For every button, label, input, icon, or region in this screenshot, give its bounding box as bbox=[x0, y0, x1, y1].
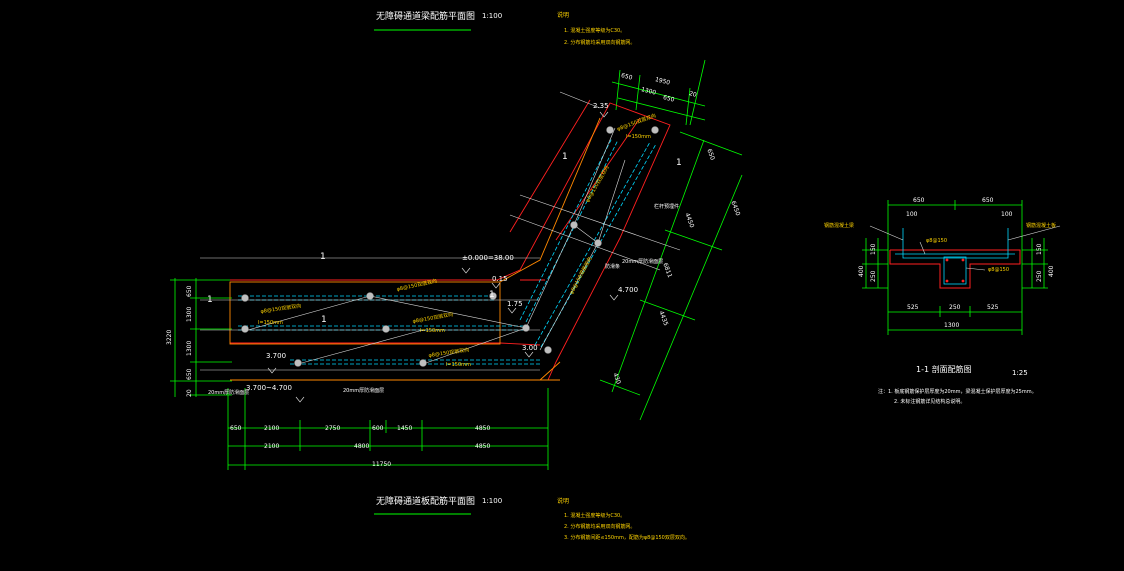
notes-bottom-item: 1. 混凝土强度等级为C30。 bbox=[564, 513, 626, 519]
elevation-label: 2.35 bbox=[593, 102, 609, 110]
notes-bottom-heading: 说明 bbox=[557, 498, 570, 505]
section-dim-bottom: 525 bbox=[987, 304, 999, 311]
section-dim-left: 250 bbox=[870, 270, 877, 282]
section-dim-bottom: 525 bbox=[907, 304, 919, 311]
spacing-label: l=150mm bbox=[446, 362, 471, 368]
elevation-label: 3.700 bbox=[266, 352, 287, 360]
plan-scale-top: 1:100 bbox=[482, 12, 503, 20]
column-node bbox=[294, 359, 302, 367]
plan-scale-bottom: 1:100 bbox=[482, 497, 503, 505]
plan-title-top: 无障碍通道梁配筋平面图 bbox=[376, 12, 476, 22]
elevation-label: 4.700 bbox=[618, 286, 639, 294]
dim-bottom: 4850 bbox=[475, 425, 491, 432]
column-node bbox=[489, 292, 497, 300]
section-dim-right: 150 bbox=[1036, 243, 1043, 255]
leader-label: 20mm厚防滑面层 bbox=[343, 388, 385, 394]
section-dim-left: 400 bbox=[858, 265, 865, 277]
section-rebar-label: φ8@150 bbox=[988, 267, 1010, 273]
notes-bottom-item: 3. 分布钢筋间距≤150mm，配筋为φ8@150双层双向。 bbox=[564, 535, 690, 541]
dim-bottom: 650 bbox=[230, 425, 242, 432]
plan-dimension-lines bbox=[170, 59, 743, 470]
column-node bbox=[241, 294, 249, 302]
leader-label: 防滑条 bbox=[605, 264, 621, 270]
column-node bbox=[594, 239, 602, 247]
dim-left: 650 bbox=[186, 285, 193, 297]
elevation-label: ±0.000=38.00 bbox=[462, 254, 514, 262]
column-node bbox=[366, 292, 374, 300]
notes-bottom-item: 2. 分布钢筋均采用双向钢筋网。 bbox=[564, 524, 636, 530]
notes-top-heading: 说明 bbox=[557, 12, 570, 19]
notes-top-item: 1. 混凝土强度等级为C30。 bbox=[564, 28, 626, 34]
section-rebar-label: φ8@150 bbox=[926, 238, 948, 244]
section-dim-total: 1300 bbox=[944, 322, 960, 329]
section-dim-inner: 100 bbox=[906, 211, 918, 218]
section-dim-bottom: 250 bbox=[949, 304, 961, 311]
section-dim-top: 650 bbox=[982, 197, 994, 204]
section-title: 1-1 剖面配筋图 bbox=[916, 365, 972, 374]
dim-left: 1300 bbox=[186, 340, 193, 356]
section-scale: 1:25 bbox=[1012, 369, 1028, 377]
section-leader-label: 钢筋混凝土板 bbox=[1026, 223, 1057, 229]
plan-slab-edge bbox=[229, 117, 601, 381]
dim-bottom: 4800 bbox=[354, 443, 370, 450]
dim-bottom: 2750 bbox=[325, 425, 341, 432]
leader-label: 栏杆预埋件 bbox=[654, 204, 680, 210]
leader-label: 20mm厚防滑面层 bbox=[208, 390, 250, 396]
column-node bbox=[570, 221, 578, 229]
section-note: 注：1. 板底钢筋保护层厚度为20mm，梁混凝土保护层厚度为25mm。 bbox=[878, 389, 1037, 395]
section-leader-label: 钢筋混凝土梁 bbox=[824, 223, 855, 229]
section-mark: 1 bbox=[321, 315, 327, 325]
dim-bottom: 2100 bbox=[264, 443, 280, 450]
column-node bbox=[606, 126, 614, 134]
dim-left-small: 20 bbox=[186, 389, 193, 397]
elevation-label: 3.00 bbox=[522, 344, 538, 352]
section-mark: 1 bbox=[489, 290, 495, 300]
column-node bbox=[241, 325, 249, 333]
title-underlines bbox=[374, 29, 471, 515]
section-dim-right: 250 bbox=[1036, 270, 1043, 282]
section-concrete bbox=[889, 249, 1021, 289]
leader-label: 20mm厚防滑面层 bbox=[622, 259, 664, 265]
section-dim-left: 150 bbox=[870, 243, 877, 255]
column-node bbox=[651, 126, 659, 134]
dim-bottom: 4850 bbox=[475, 443, 491, 450]
section-dims bbox=[862, 200, 1048, 335]
elevation-label: 3.700~4.700 bbox=[246, 384, 292, 392]
section-rebar bbox=[895, 228, 1015, 285]
section-leaders bbox=[869, 225, 1061, 271]
section-mark: 1 bbox=[207, 295, 213, 305]
plan-title-bottom: 无障碍通道板配筋平面图 bbox=[376, 497, 476, 507]
spacing-label: l=150mm bbox=[420, 328, 445, 334]
plan-outline bbox=[230, 99, 671, 381]
section-mark: 1 bbox=[320, 252, 326, 262]
section-mark: 1 bbox=[562, 152, 568, 162]
column-node bbox=[544, 346, 552, 354]
dim-left: 650 bbox=[186, 368, 193, 380]
section-dim-top: 650 bbox=[913, 197, 925, 204]
dim-bottom: 1450 bbox=[397, 425, 413, 432]
dim-left: 1300 bbox=[186, 306, 193, 322]
elevation-label: 0.15 bbox=[492, 275, 508, 283]
dim-bottom-total: 11750 bbox=[372, 461, 392, 468]
plan-construction-lines bbox=[200, 91, 681, 371]
dim-left-total: 3220 bbox=[166, 329, 173, 345]
section-dim-right: 400 bbox=[1048, 265, 1055, 277]
spacing-label: l=150mm bbox=[626, 134, 651, 140]
column-node bbox=[382, 325, 390, 333]
elevation-label: 1.75 bbox=[507, 300, 523, 308]
dim-bottom: 2100 bbox=[264, 425, 280, 432]
section-mark: 1 bbox=[676, 158, 682, 168]
section-note: 2. 未标注钢筋详见结构总说明。 bbox=[894, 399, 966, 405]
spacing-label: l=150mm bbox=[258, 320, 283, 326]
column-node bbox=[522, 324, 530, 332]
column-node bbox=[419, 359, 427, 367]
dim-bottom: 600 bbox=[372, 425, 384, 432]
elevation-markers bbox=[267, 111, 619, 403]
section-dim-inner: 100 bbox=[1001, 211, 1013, 218]
plan-column-nodes bbox=[241, 126, 659, 367]
notes-top-item: 2. 分布钢筋均采用双向钢筋网。 bbox=[564, 40, 636, 46]
